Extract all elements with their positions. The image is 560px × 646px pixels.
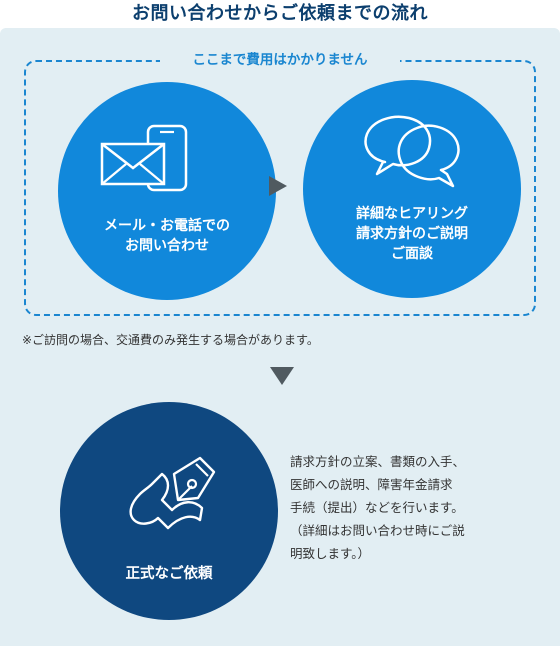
- step-inquiry-circle: メール・お電話での お問い合わせ: [58, 82, 276, 300]
- mail-phone-icon: [100, 124, 188, 192]
- step-inquiry-label: メール・お電話での お問い合わせ: [104, 218, 230, 254]
- free-label: ここまで費用はかかりません: [160, 50, 400, 70]
- chat-bubbles-icon: [364, 115, 460, 188]
- transport-note: ※ご訪問の場合、交通費のみ発生する場合があります。: [22, 333, 319, 347]
- arrow-right-icon: [269, 176, 287, 196]
- step-hearing-circle: 詳細なヒアリング 請求方針のご説明 ご面談: [303, 80, 521, 298]
- pen-nib-icon: [129, 456, 216, 530]
- arrow-down-icon: [270, 367, 294, 385]
- step-request-label: 正式なご依頼: [125, 566, 213, 582]
- page-title: お問い合わせからご依頼までの流れ: [132, 3, 428, 24]
- step-hearing-label: 詳細なヒアリング 請求方針のご説明 ご面談: [356, 206, 468, 262]
- request-description: 請求方針の立案、書類の入手、 医師への説明、障害年金請求 手続（提出）などを行い…: [290, 454, 466, 561]
- step-request-circle: 正式なご依頼: [60, 402, 278, 620]
